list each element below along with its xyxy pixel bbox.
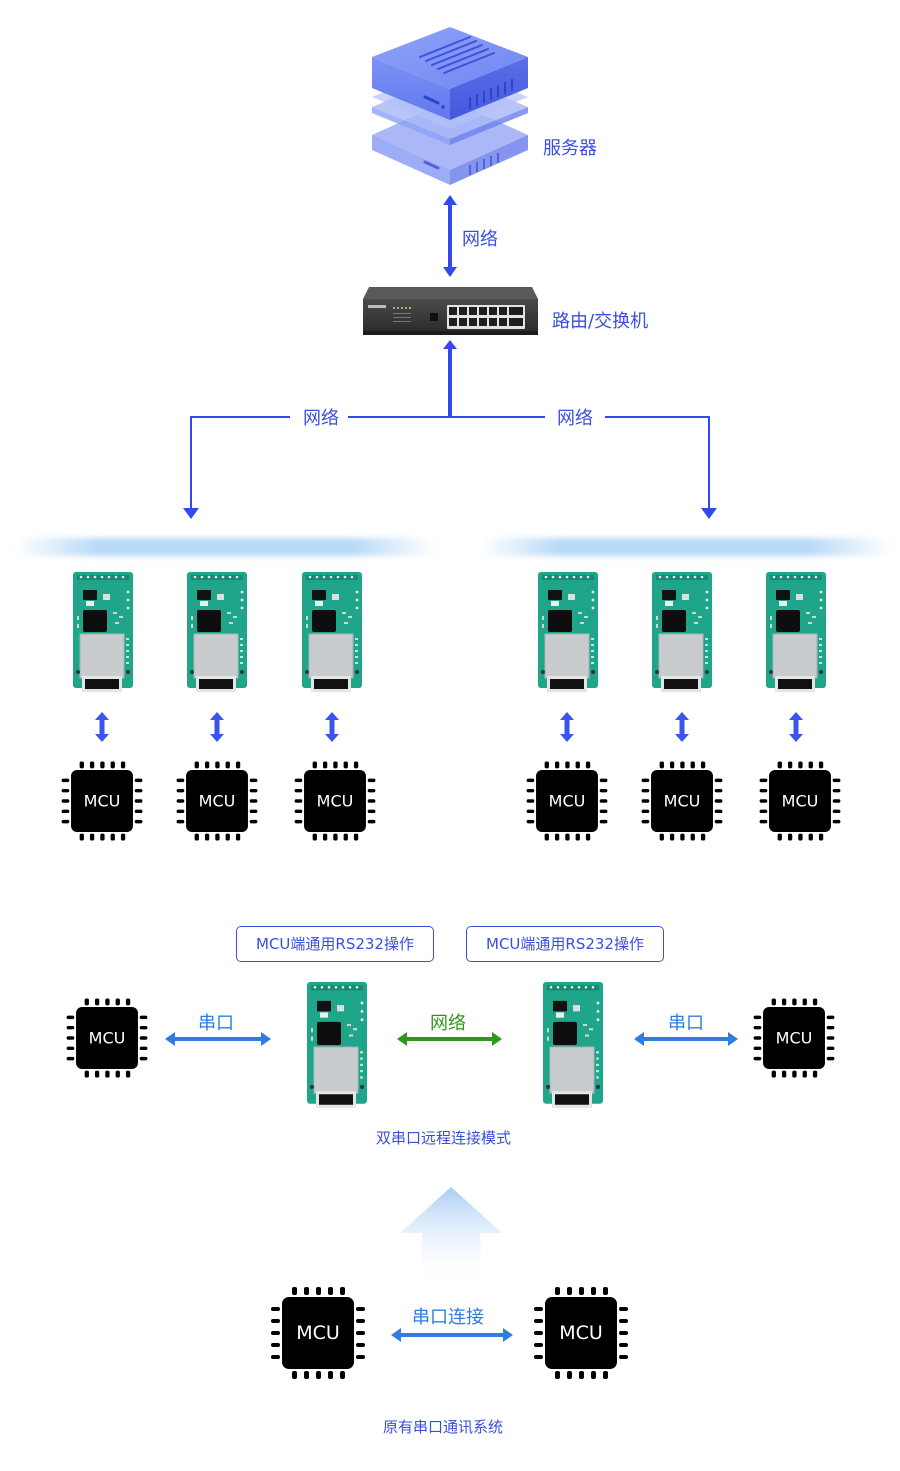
serial-connection-arrow xyxy=(391,1327,513,1346)
mcu-chip-label: MCU xyxy=(548,791,586,811)
mcu-chip: MCU xyxy=(639,758,725,844)
mcu-chip: MCU xyxy=(59,758,145,844)
network-link-center-arrow xyxy=(397,1031,502,1050)
mcu-chip-middle-left: MCU xyxy=(64,995,150,1081)
mcu-chip-label: MCU xyxy=(781,791,819,811)
ethernet-module-middle-left xyxy=(306,981,368,1110)
mcu-chip: MCU xyxy=(524,758,610,844)
network-branch-lines xyxy=(170,335,730,525)
mcu-chip-label: MCU xyxy=(198,791,236,811)
ethernet-module xyxy=(537,571,599,694)
mcu-chip: MCU xyxy=(757,758,843,844)
ethernet-module-middle-right xyxy=(542,981,604,1110)
mcu-chip-label: MCU xyxy=(663,791,701,811)
mcu-chip: MCU xyxy=(292,758,378,844)
mcu-chip-label: MCU xyxy=(775,1028,813,1048)
ethernet-module xyxy=(301,571,363,694)
branch-left-label: 网络 xyxy=(303,408,339,429)
group-right-glow-bar xyxy=(480,538,890,556)
rs232-badge-right: MCU端通用RS232操作 xyxy=(466,926,664,962)
rs232-badge-left: MCU端通用RS232操作 xyxy=(236,926,434,962)
dual-serial-caption: 双串口远程连接模式 xyxy=(376,1129,512,1147)
group-left-glow-bar xyxy=(15,538,435,556)
mcu-chip-middle-right: MCU xyxy=(751,995,837,1081)
mcu-chip-label: MCU xyxy=(88,1028,126,1048)
mcu-chip-label: MCU xyxy=(83,791,121,811)
mcu-chip-bottom-left: MCU xyxy=(268,1283,368,1383)
module-mcu-link-arrow xyxy=(560,712,574,746)
server-link-label: 网络 xyxy=(462,229,498,250)
router-switch-icon xyxy=(363,287,538,335)
serial-link-right-label: 串口 xyxy=(668,1013,704,1034)
server-label: 服务器 xyxy=(543,138,597,159)
ethernet-module xyxy=(72,571,134,694)
router-switch-label: 路由/交换机 xyxy=(552,311,649,332)
module-mcu-link-arrow xyxy=(675,712,689,746)
serial-connection-label: 串口连接 xyxy=(412,1307,484,1328)
ethernet-module xyxy=(651,571,713,694)
mcu-chip-label: MCU xyxy=(316,791,354,811)
module-mcu-link-arrow xyxy=(789,712,803,746)
mcu-chip-bottom-right: MCU xyxy=(531,1283,631,1383)
module-mcu-link-arrow xyxy=(95,712,109,746)
mcu-chip-label: MCU xyxy=(559,1322,603,1344)
module-mcu-link-arrow xyxy=(325,712,339,746)
ethernet-module xyxy=(765,571,827,694)
module-mcu-link-arrow xyxy=(210,712,224,746)
ethernet-module xyxy=(186,571,248,694)
original-serial-system-caption: 原有串口通讯系统 xyxy=(383,1418,504,1436)
serial-link-left-arrow xyxy=(165,1031,271,1050)
serial-link-left-label: 串口 xyxy=(198,1013,234,1034)
server-icon xyxy=(370,25,530,185)
serial-link-right-arrow xyxy=(634,1031,738,1050)
server-switch-link-arrow xyxy=(443,195,457,277)
mcu-chip-label: MCU xyxy=(296,1322,340,1344)
branch-right-label: 网络 xyxy=(557,408,593,429)
mcu-chip: MCU xyxy=(174,758,260,844)
network-link-center-label: 网络 xyxy=(430,1013,466,1034)
upgrade-up-arrow xyxy=(398,1185,504,1285)
